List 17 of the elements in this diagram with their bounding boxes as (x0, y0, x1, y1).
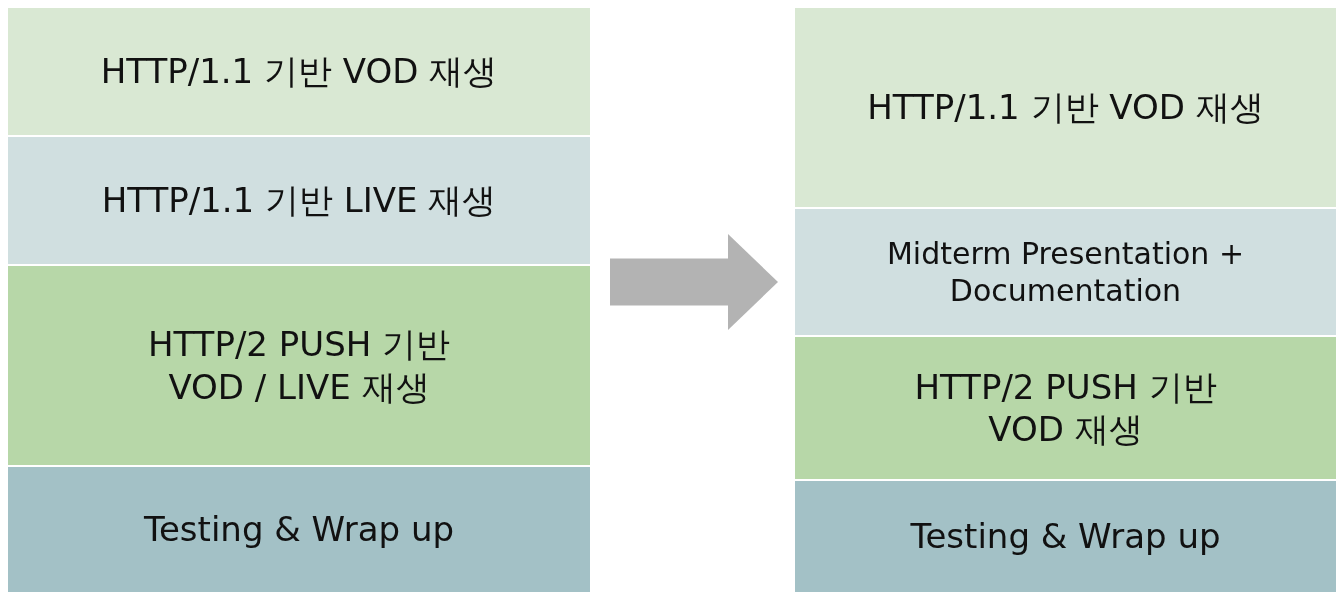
stage-band (795, 209, 1336, 335)
block-arrow (610, 234, 778, 330)
stage-band (8, 137, 590, 264)
stage-label: HTTP/1.1 기반 VOD 재생 (867, 86, 1264, 129)
stage-label: HTTP/2 PUSH 기반 VOD 재생 (913, 365, 1218, 451)
stage-band (795, 481, 1336, 592)
stage-band (8, 266, 590, 465)
stage-label: HTTP/1.1 기반 LIVE 재생 (101, 179, 497, 222)
stage-label: HTTP/1.1 기반 VOD 재생 (100, 50, 498, 93)
stage-band (795, 8, 1336, 207)
stage-label: Testing & Wrap up (143, 508, 455, 551)
stage-label: Midterm Presentation + Documentation (885, 234, 1246, 310)
stage-band (795, 337, 1336, 479)
stage-band (8, 467, 590, 592)
stage-label: HTTP/2 PUSH 기반 VOD / LIVE 재생 (146, 323, 452, 408)
stage-band (8, 8, 590, 135)
stage-label: Testing & Wrap up (910, 515, 1221, 558)
